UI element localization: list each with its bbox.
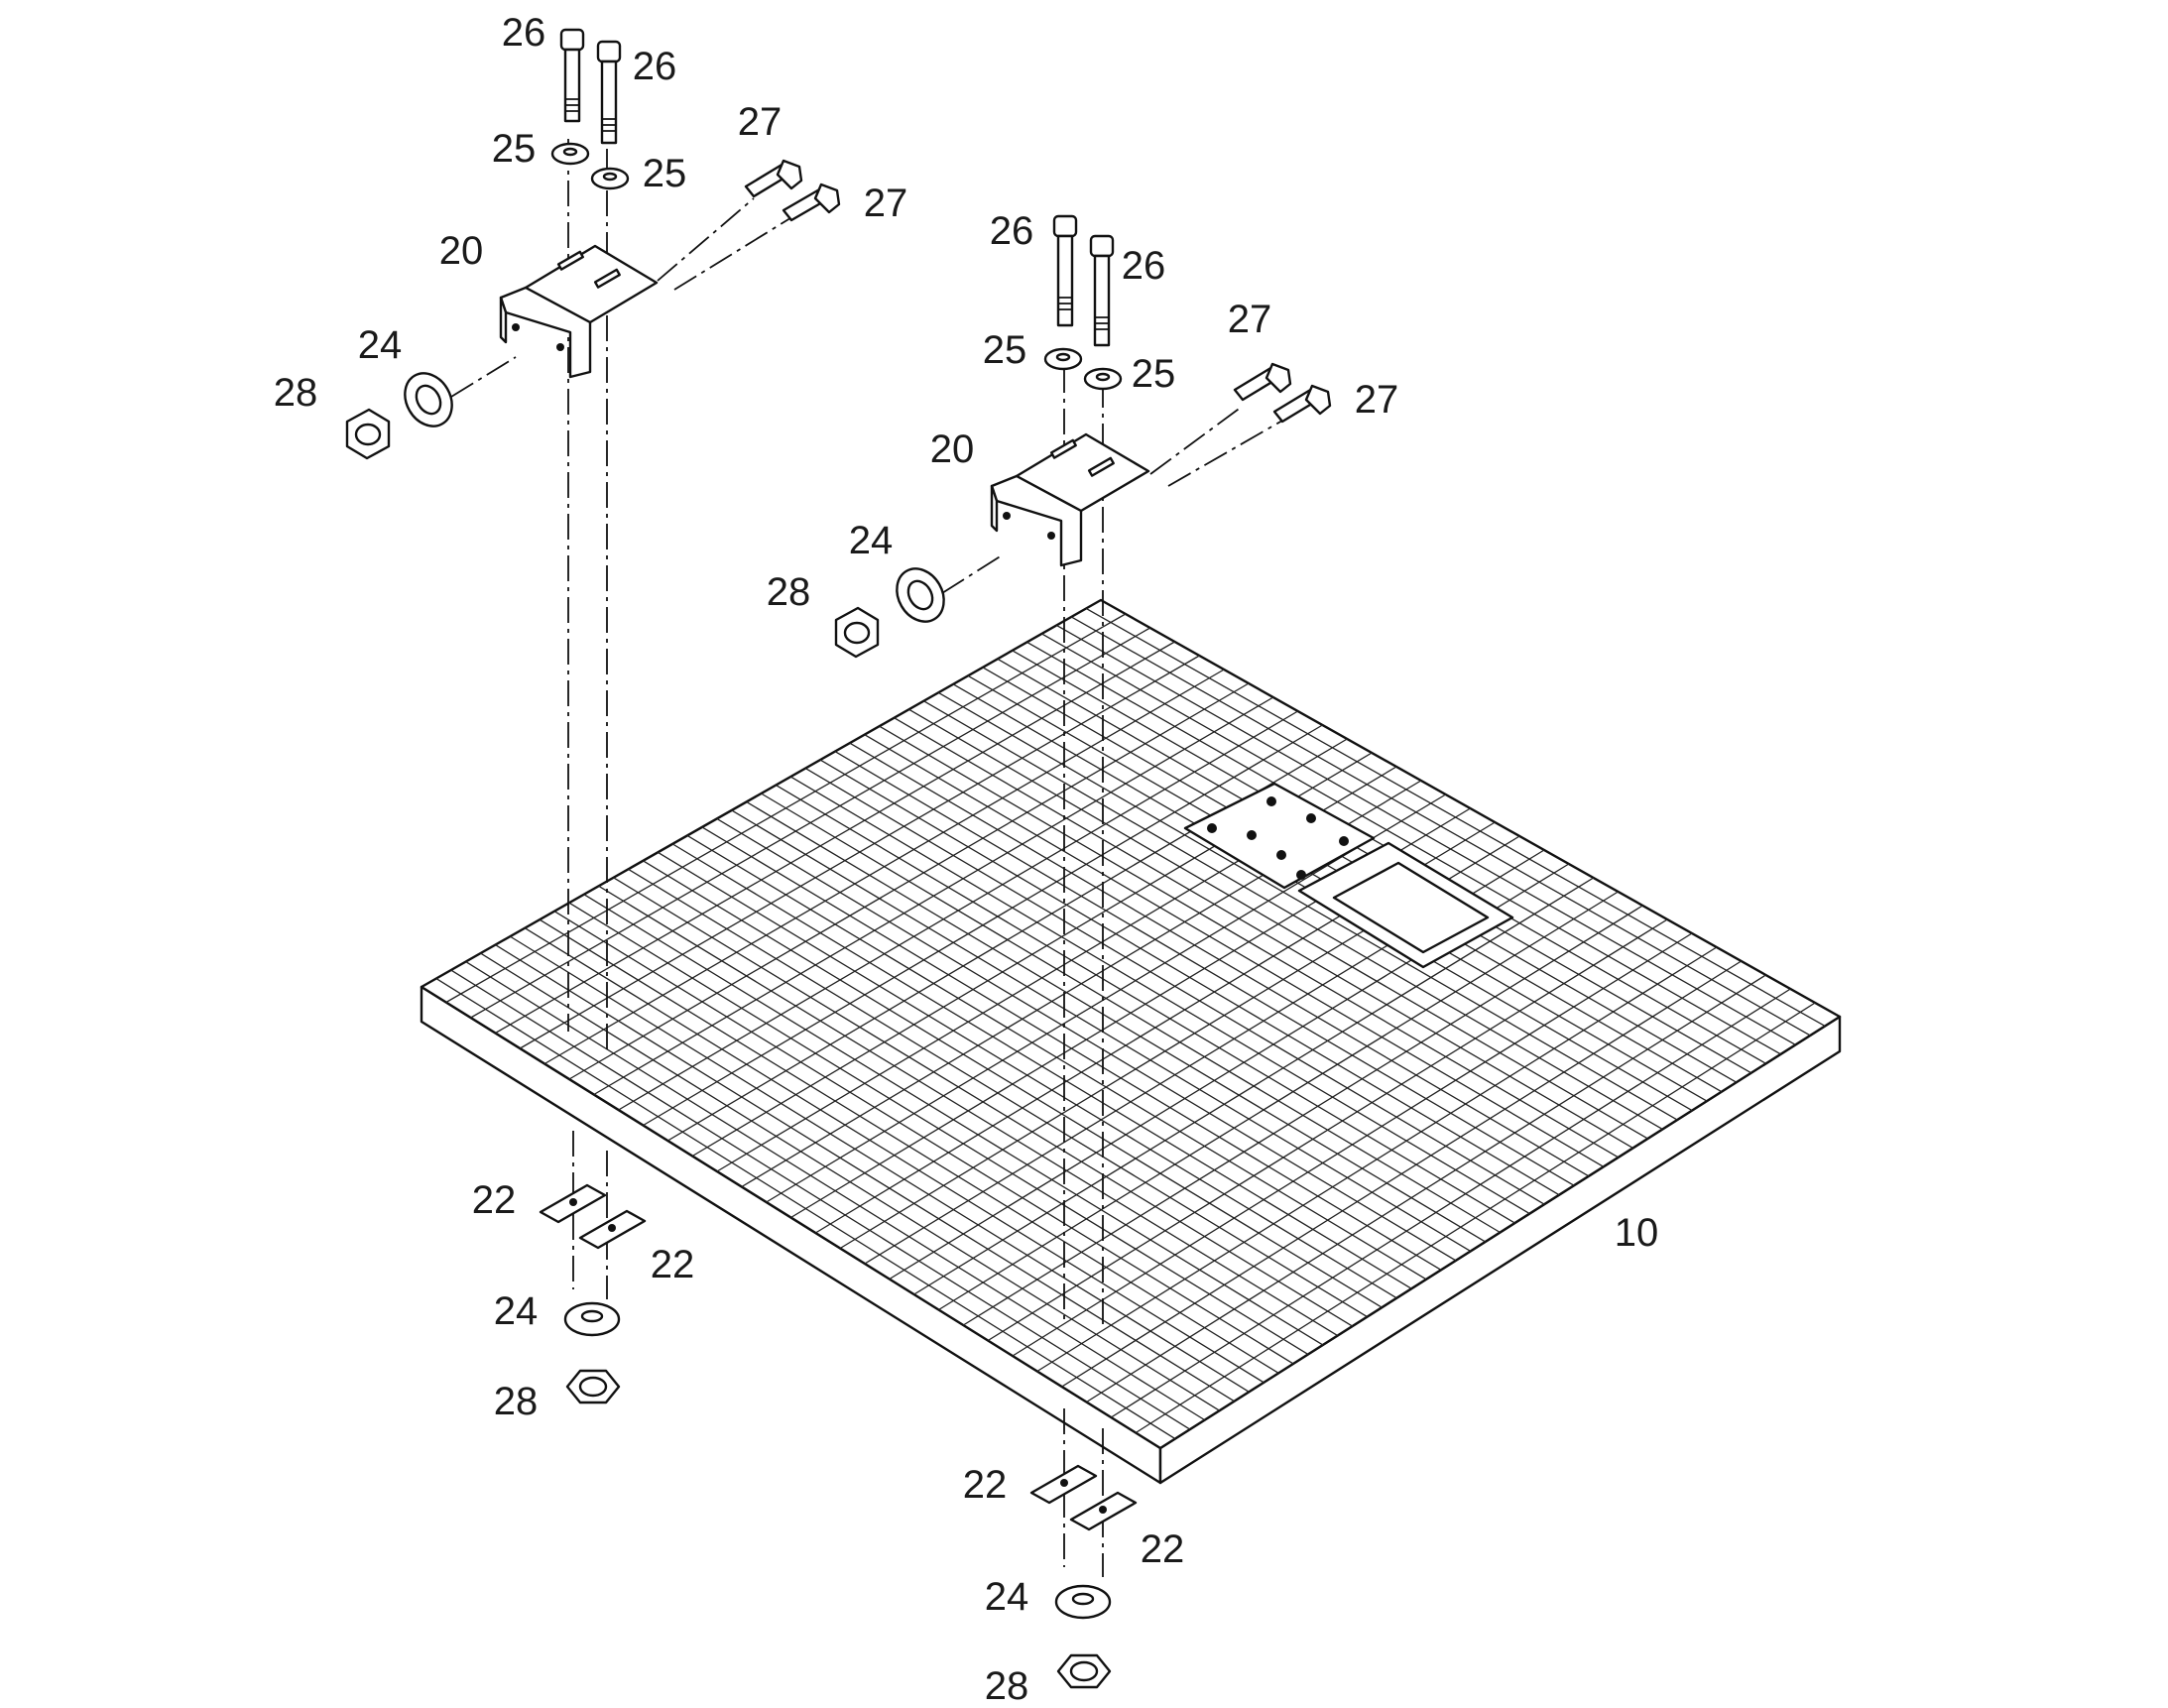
callout-bolt-27: 27 [737,100,783,144]
callout-bolt-27: 27 [1354,378,1399,422]
bolt-27-right-b [1272,384,1332,424]
bracket-20-right [990,432,1150,567]
callout-bolt-26: 26 [632,45,677,88]
mounting-plate [1183,782,1514,969]
washer-25-right-a [1043,347,1083,371]
left-lower-assembly [539,1131,647,1404]
bolt-26-right-b [1089,234,1115,347]
right-lower-assembly [1029,1408,1138,1689]
callout-washer-25: 25 [1131,352,1176,396]
washer-24-left-lower [563,1301,621,1337]
callout-bolt-26: 26 [989,209,1034,253]
callout-washer-25: 25 [491,127,537,171]
plate-22-left-b [578,1209,647,1250]
callout-washer-24: 24 [984,1575,1029,1619]
bolt-26-left-b [596,40,622,145]
callout-nut-28: 28 [984,1664,1029,1708]
bolt-26-left-a [559,28,585,123]
plate-22-right-a [1029,1464,1098,1505]
grating-bars [435,607,1826,1440]
bolt-27-right-a [1233,362,1292,402]
washer-24-right-lower [1054,1584,1112,1620]
washer-25-left-b [590,167,630,190]
callout-plate-22: 22 [471,1178,517,1222]
callout-washer-24: 24 [493,1289,539,1333]
callout-plate-22: 22 [650,1243,695,1286]
nut-28-left-upper [345,408,391,460]
washer-25-left-a [550,142,590,166]
nut-28-right-lower [1056,1653,1112,1689]
plate-22-left-a [539,1183,607,1224]
nut-28-left-lower [565,1369,621,1404]
callout-bolt-26: 26 [501,11,546,55]
washer-25-right-b [1083,367,1123,391]
callout-washer-24: 24 [357,323,403,367]
callout-bolt-27: 27 [863,182,908,225]
washer-24-right-upper [896,567,945,623]
bolt-27-left-b [782,183,841,222]
callout-bolt-26: 26 [1121,244,1166,288]
callout-plate-22: 22 [962,1463,1008,1507]
plate-22-right-b [1069,1491,1138,1531]
grating-panel [420,598,1842,1485]
washer-24-left-upper [404,372,453,427]
callout-nut-28: 28 [493,1380,539,1423]
bolt-27-left-a [744,159,803,198]
bolt-26-right-a [1052,214,1078,327]
callout-bracket-20: 20 [438,229,484,273]
callout-plate-22: 22 [1140,1527,1185,1571]
callout-bolt-27: 27 [1227,298,1272,341]
callout-washer-25: 25 [982,328,1027,372]
callout-nut-28: 28 [273,371,318,415]
right-upper-assembly [834,214,1332,1329]
nut-28-right-upper [834,606,880,659]
left-upper-assembly [345,28,841,1051]
callout-grating-10: 10 [1614,1211,1659,1255]
callout-washer-24: 24 [848,519,894,562]
callout-washer-25: 25 [642,152,687,195]
callout-nut-28: 28 [766,570,811,614]
callout-bracket-20: 20 [929,427,975,471]
bracket-20-left [499,244,659,379]
grating-top-face [420,598,1842,1450]
